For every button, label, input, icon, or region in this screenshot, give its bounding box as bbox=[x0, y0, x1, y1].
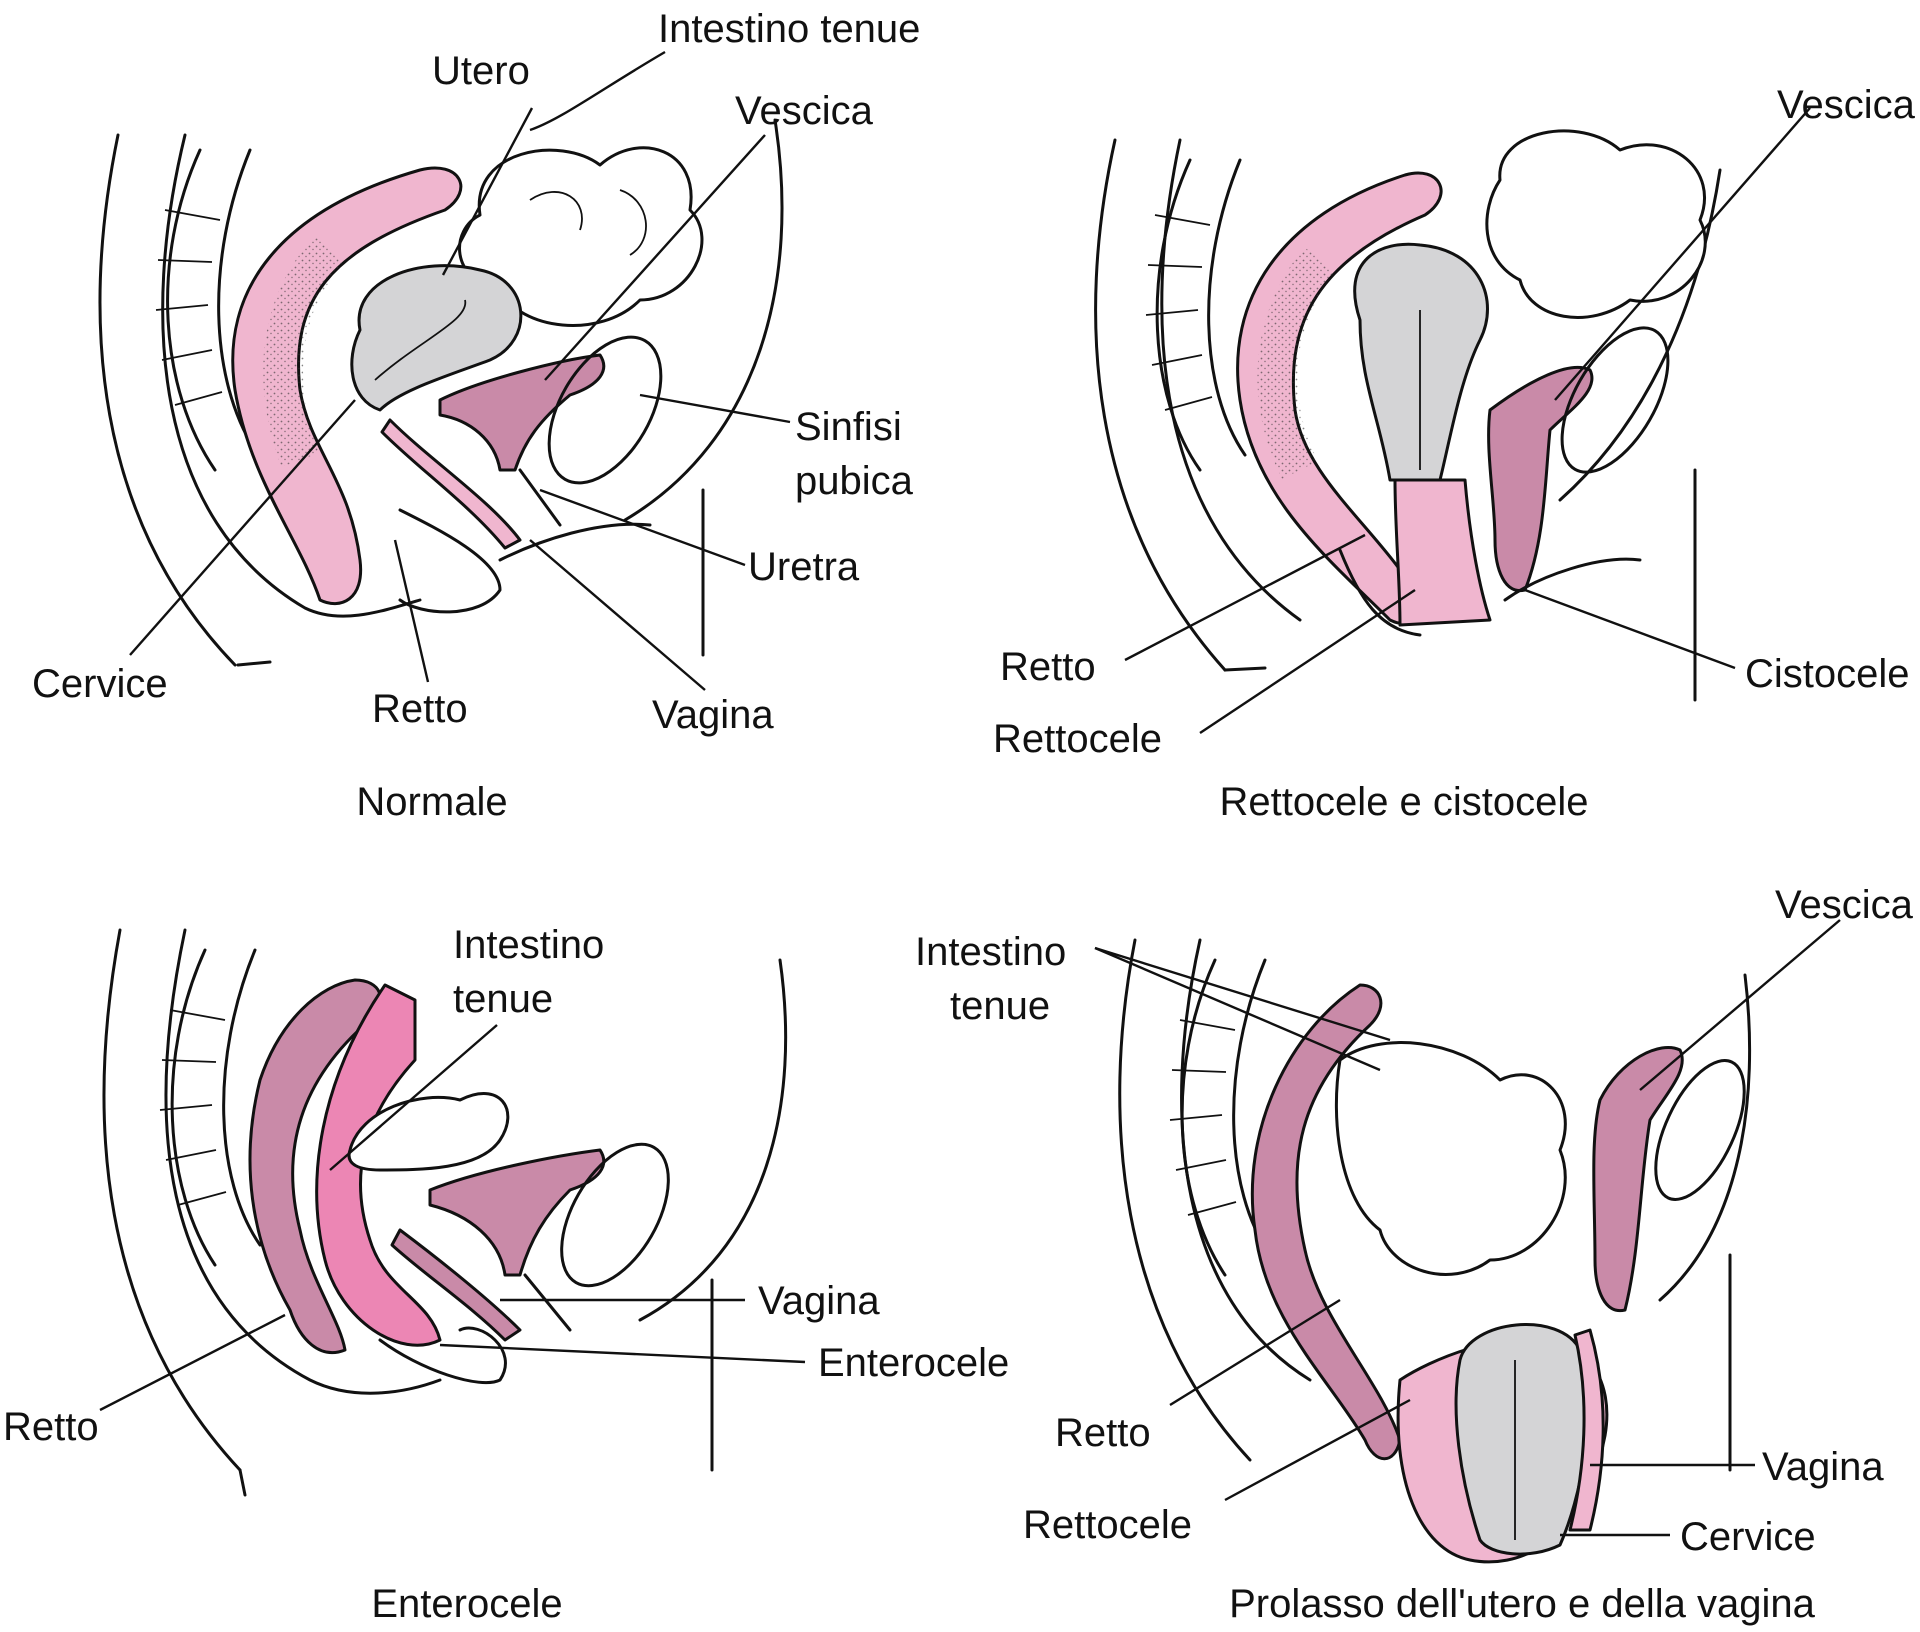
vagina bbox=[1568, 1328, 1605, 1532]
caption-rettocele-cistocele: Rettocele e cistocele bbox=[1219, 780, 1588, 824]
vagina bbox=[1393, 478, 1492, 627]
label-retto: Retto bbox=[372, 687, 468, 731]
caption-prolasso: Prolasso dell'utero e della vagina bbox=[1229, 1582, 1816, 1626]
small-intestine bbox=[1485, 129, 1707, 319]
panel-normale: Intestino tenue Utero Vescica Sinfisi pu… bbox=[32, 7, 920, 824]
bladder bbox=[438, 353, 606, 527]
label-enterocele: Enterocele bbox=[818, 1341, 1009, 1385]
pubic-symphysis bbox=[560, 1142, 670, 1288]
label-rettocele: Rettocele bbox=[1023, 1503, 1192, 1547]
rectum bbox=[231, 166, 463, 606]
pubic-symphysis bbox=[1654, 1059, 1746, 1201]
label-vescica: Vescica bbox=[735, 89, 874, 133]
pubic-symphysis bbox=[1560, 326, 1670, 474]
rectum bbox=[248, 978, 383, 1355]
panel-enterocele: Intestino tenue Vagina Enterocele Retto … bbox=[3, 923, 1009, 1626]
label-uretra: Uretra bbox=[748, 545, 860, 589]
label-vescica: Vescica bbox=[1775, 883, 1914, 927]
panel-rettocele-cistocele: Vescica Retto Rettocele Cistocele Rettoc… bbox=[993, 83, 1916, 824]
label-cervice: Cervice bbox=[32, 662, 168, 706]
small-intestine bbox=[1334, 1041, 1567, 1276]
label-pubica: pubica bbox=[795, 459, 914, 503]
uterus bbox=[350, 264, 523, 412]
pubic-symphysis bbox=[547, 335, 663, 485]
panel-prolasso: Intestino tenue Vescica Retto Rettocele … bbox=[915, 883, 1914, 1626]
label-tenue: tenue bbox=[453, 977, 553, 1021]
label-intestino: Intestino bbox=[453, 923, 604, 967]
sacrum bbox=[159, 948, 262, 1267]
label-retto: Retto bbox=[1000, 645, 1096, 689]
label-vescica: Vescica bbox=[1777, 83, 1916, 127]
small-intestine bbox=[347, 1092, 510, 1172]
label-utero: Utero bbox=[432, 49, 530, 93]
label-tenue: tenue bbox=[950, 984, 1050, 1028]
vagina bbox=[390, 1228, 522, 1342]
uterus bbox=[1454, 1323, 1590, 1556]
bladder bbox=[428, 1148, 606, 1332]
sacrum bbox=[1145, 158, 1247, 472]
label-vagina: Vagina bbox=[758, 1279, 880, 1323]
caption-normale: Normale bbox=[356, 780, 507, 824]
label-rettocele: Rettocele bbox=[993, 717, 1162, 761]
label-sinfisi: Sinfisi bbox=[795, 405, 902, 449]
bladder bbox=[1487, 365, 1594, 593]
label-retto: Retto bbox=[1055, 1411, 1151, 1455]
label-intestino: Intestino bbox=[915, 930, 1066, 974]
label-intestino-tenue: Intestino tenue bbox=[658, 7, 920, 51]
vagina bbox=[380, 418, 522, 550]
bladder bbox=[1592, 1045, 1684, 1313]
label-vagina: Vagina bbox=[1762, 1445, 1884, 1489]
uterus bbox=[1353, 242, 1489, 482]
sacrum bbox=[155, 148, 257, 472]
label-cervice: Cervice bbox=[1680, 1515, 1816, 1559]
label-cistocele: Cistocele bbox=[1745, 652, 1910, 696]
label-retto: Retto bbox=[3, 1405, 99, 1449]
label-vagina: Vagina bbox=[652, 693, 774, 737]
caption-enterocele: Enterocele bbox=[371, 1582, 562, 1626]
